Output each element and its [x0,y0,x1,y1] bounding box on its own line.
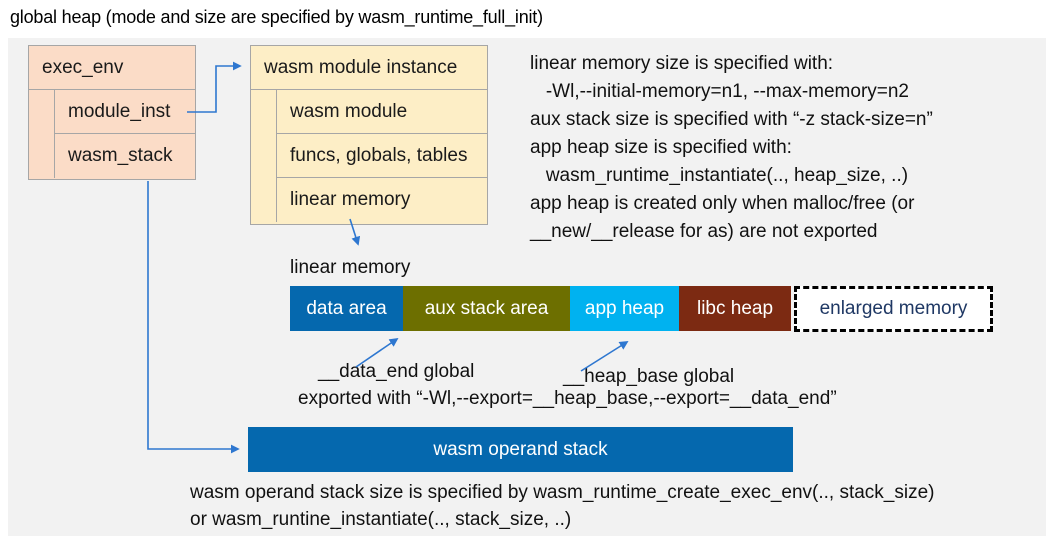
exec-env-header: exec_env [29,46,195,90]
data-end-global-label: __data_end global [318,361,475,382]
mem-segment-aux-stack-area: aux stack area [403,286,570,331]
module-instance-header: wasm module instance [251,46,487,90]
mem-segment-data-area: data area [290,286,403,331]
note-line: wasm operand stack size is specified by … [190,482,935,503]
module-instance-row-funcs-globals-tables: funcs, globals, tables [276,134,487,178]
right-notes-block: linear memory size is specified with: -W… [530,50,1040,246]
exec-env-row-wasm-stack: wasm_stack [54,134,195,178]
module-instance-row-linear-memory: linear memory [276,178,487,222]
note-line: app heap size is specified with: [530,137,792,158]
exec-env-box: exec_env module_inst wasm_stack [28,45,196,180]
exported-with-label: exported with “-Wl,--export=__heap_base,… [298,388,837,409]
module-instance-row-wasm-module: wasm module [276,90,487,134]
page-title: global heap (mode and size are specified… [10,7,543,27]
heap-base-global-label: __heap_base global [563,366,735,387]
mem-segment-libc-heap: libc heap [679,286,791,331]
note-line: __new/__release for as) are not exported [530,221,878,242]
mem-segment-app-heap: app heap [570,286,679,331]
note-line: app heap is created only when malloc/fre… [530,193,915,214]
note-line: linear memory size is specified with: [530,53,834,74]
module-instance-box: wasm module instance wasm module funcs, … [250,45,488,225]
note-line: wasm_runtime_instantiate(.., heap_size, … [530,165,909,186]
bottom-notes-block: wasm operand stack size is specified by … [190,479,935,533]
linear-memory-label: linear memory [290,257,411,278]
note-line: aux stack size is specified with “-z sta… [530,109,933,130]
note-line: -Wl,--initial-memory=n1, --max-memory=n2 [530,81,909,102]
note-line: or wasm_runtine_instantiate(.., stack_si… [190,509,572,530]
mem-segment-enlarged-memory: enlarged memory [794,286,993,332]
wasm-operand-stack-bar: wasm operand stack [248,427,793,472]
exec-env-row-module-inst: module_inst [54,90,195,134]
